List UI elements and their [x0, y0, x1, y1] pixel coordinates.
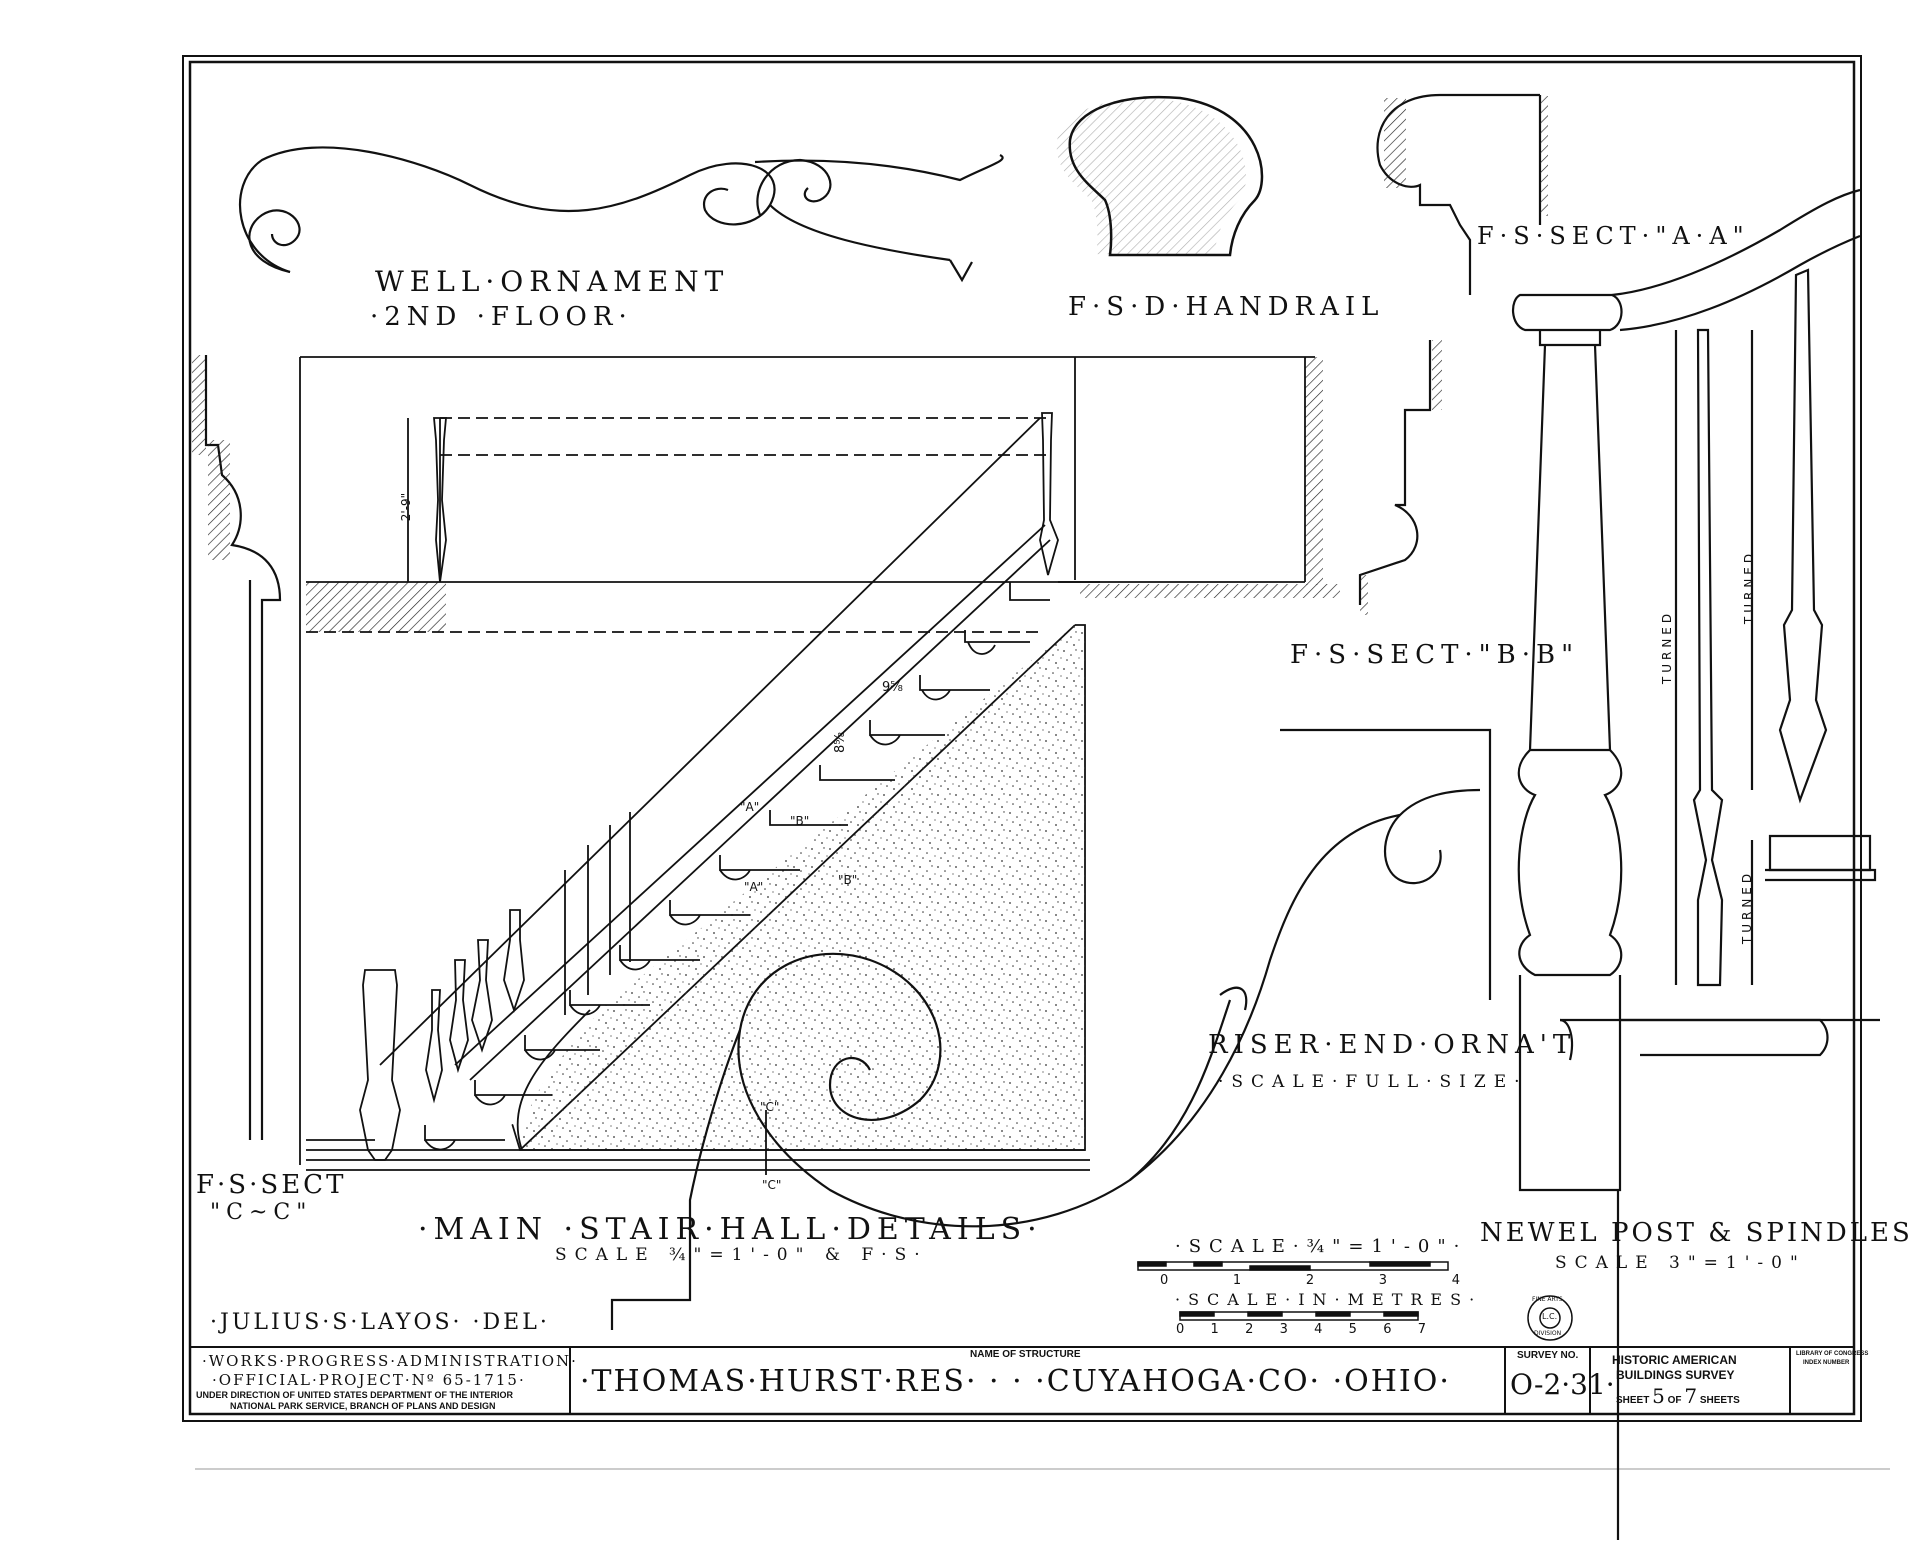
- metric-tick: 1: [1210, 1322, 1219, 1337]
- agency-line-4: NATIONAL PARK SERVICE, BRANCH OF PLANS A…: [230, 1401, 496, 1411]
- scale-bar-title: ·SCALE·¾"=1'-0"·: [1175, 1236, 1468, 1257]
- delineator-credit: ·JULIUS·S·LAYOS· ·DEL·: [210, 1310, 550, 1335]
- scale-tick: 4: [1451, 1273, 1460, 1288]
- metric-tick: 6: [1383, 1322, 1392, 1337]
- scale-tick: 2: [1305, 1273, 1315, 1288]
- agency-line-1: ·WORKS·PROGRESS·ADMINISTRATION·: [202, 1352, 578, 1370]
- stamp-text-bottom: DIVISION: [1534, 1330, 1562, 1337]
- structure-name-label: NAME OF STRUCTURE: [970, 1349, 1081, 1360]
- mark-b-top: "B": [790, 814, 810, 828]
- section-cc-sublabel: "C~C": [210, 1200, 313, 1225]
- agency-line-2: ·OFFICIAL·PROJECT·Nº 65-1715·: [212, 1371, 526, 1389]
- riser-end-scale: ·SCALE·FULL·SIZE·: [1218, 1072, 1528, 1092]
- scale-tick: 1: [1232, 1273, 1242, 1288]
- scale-tick: 0: [1160, 1273, 1169, 1288]
- metric-tick: 0: [1176, 1322, 1185, 1337]
- well-ornament-subtitle: ·2ND ·FLOOR·: [370, 302, 633, 332]
- riser-end-title: RISER·END·ORNA'T: [1208, 1030, 1577, 1060]
- scale-bar-imperial: [1137, 1261, 1449, 1271]
- turned-label-2: TURNED: [1742, 549, 1757, 625]
- scale-bar-ticks: 0 1 2 3 4: [1160, 1273, 1460, 1288]
- mark-a-top: "A": [740, 800, 760, 814]
- mark-b-bottom: "B": [838, 873, 858, 887]
- sheet-post: SHEETS: [1699, 1395, 1740, 1406]
- sheet-total: 7: [1684, 1384, 1698, 1408]
- mark-c-top: "C": [760, 1100, 780, 1114]
- inner-border: [188, 60, 1856, 1416]
- section-aa-drawing: [1376, 93, 1548, 295]
- handrail-section: [1056, 95, 1264, 257]
- metric-scale-ticks: 0 1 2 3 4 5 6 7: [1176, 1322, 1426, 1337]
- scale-tick: 3: [1378, 1273, 1388, 1288]
- riser-end-ornament-drawing: [610, 728, 1492, 1330]
- survey-number: O-2·31·: [1510, 1368, 1615, 1401]
- well-ornament-title: WELL·ORNAMENT: [375, 265, 730, 298]
- section-cc-label: F·S·SECT: [196, 1170, 347, 1200]
- habs-line-1: HISTORIC AMERICAN: [1612, 1353, 1737, 1367]
- sheet-pre: SHEET: [1616, 1395, 1650, 1406]
- metric-scale-title: ·SCALE·IN·METRES·: [1175, 1290, 1483, 1309]
- main-scale: SCALE ¾"=1'-0" & F·S·: [555, 1245, 928, 1265]
- stamp-text-top: FINE ARTS: [1532, 1296, 1563, 1303]
- rail-height-dimension: 2'-9": [399, 492, 414, 522]
- main-title: ·MAIN ·STAIR·HALL·DETAILS·: [418, 1212, 1043, 1247]
- section-bb-label: F·S·SECT·"B·B": [1290, 640, 1580, 670]
- sheet-of: OF: [1667, 1395, 1682, 1406]
- metric-tick: 4: [1314, 1322, 1323, 1337]
- title-block-frame: [190, 1346, 1854, 1414]
- section-aa-label: F·S·SECT·"A·A": [1477, 222, 1750, 250]
- newel-scale: SCALE 3"=1'-0": [1555, 1253, 1806, 1273]
- turned-label-1: TURNED: [1660, 609, 1675, 685]
- metric-tick: 5: [1348, 1322, 1357, 1337]
- structure-name: ·THOMAS·HURST·RES· · · ·CUYAHOGA·CO· ·OH…: [580, 1364, 1451, 1399]
- section-cc-drawing: [192, 355, 282, 1140]
- library-stamp: [1527, 1295, 1573, 1341]
- riser-dimension: 8⅝: [832, 732, 848, 753]
- sheet-count: SHEET 5 OF 7 SHEETS: [1616, 1384, 1740, 1408]
- handrail-label: F·S·D·HANDRAIL: [1068, 292, 1385, 322]
- well-ornament-drawing: [239, 146, 1004, 283]
- metric-tick: 3: [1279, 1322, 1288, 1337]
- turned-label-3: TURNED: [1740, 869, 1755, 945]
- loc-line-2: INDEX NUMBER: [1803, 1360, 1850, 1366]
- sheet-number: 5: [1652, 1384, 1665, 1408]
- newel-post-drawing: [1512, 188, 1880, 1540]
- metric-tick: 2: [1245, 1322, 1254, 1337]
- section-bb-drawing: [1358, 340, 1442, 615]
- survey-number-label: SURVEY NO.: [1517, 1350, 1579, 1361]
- metric-tick: 7: [1417, 1322, 1426, 1337]
- stamp-text-center: L.C.: [1542, 1312, 1558, 1321]
- agency-line-3: UNDER DIRECTION OF UNITED STATES DEPARTM…: [196, 1390, 513, 1400]
- habs-line-2: BUILDINGS SURVEY: [1616, 1368, 1735, 1382]
- newel-title: NEWEL POST & SPINDLES: [1480, 1218, 1913, 1248]
- main-stair-drawing: [299, 356, 1340, 1175]
- mark-c-bottom: "C": [762, 1178, 782, 1192]
- scale-bar-metric: [1179, 1311, 1419, 1321]
- tread-dimension: 9⅝: [882, 680, 903, 695]
- mark-a-bottom: "A": [744, 880, 764, 894]
- outer-border: [182, 55, 1862, 1422]
- loc-line-1: LIBRARY OF CONGRESS: [1796, 1351, 1869, 1357]
